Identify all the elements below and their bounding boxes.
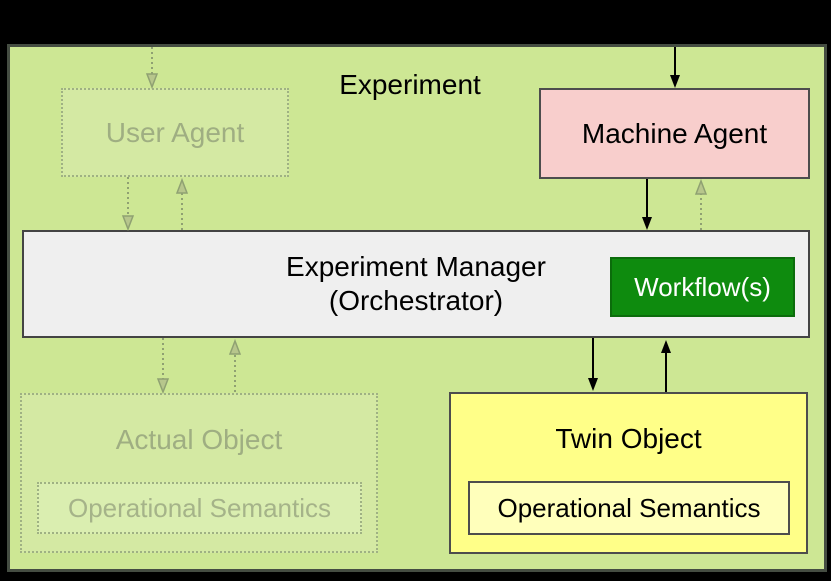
node-actual-object: Actual Object Operational Semantics [20,393,378,553]
twin-object-label: Twin Object [555,422,702,454]
node-twin-object: Twin Object Operational Semantics [449,392,808,554]
diagram-title: Experiment [339,69,481,100]
node-workflow: Workflow(s) [610,257,795,317]
workflow-label: Workflow(s) [634,271,771,302]
node-twin-operational-semantics: Operational Semantics [468,481,790,535]
experiment-manager-label: Experiment Manager (Orchestrator) [24,250,808,318]
experiment-manager-line2: (Orchestrator) [328,285,504,316]
node-experiment-manager: Experiment Manager (Orchestrator) Workfl… [22,230,810,338]
user-agent-label: User Agent [105,116,245,148]
node-actual-operational-semantics: Operational Semantics [37,482,362,534]
actual-object-label: Actual Object [115,423,283,455]
machine-agent-label: Machine Agent [581,117,768,149]
experiment-manager-line1: Experiment Manager [286,251,546,282]
node-machine-agent: Machine Agent [539,88,810,179]
node-user-agent: User Agent [61,88,289,177]
